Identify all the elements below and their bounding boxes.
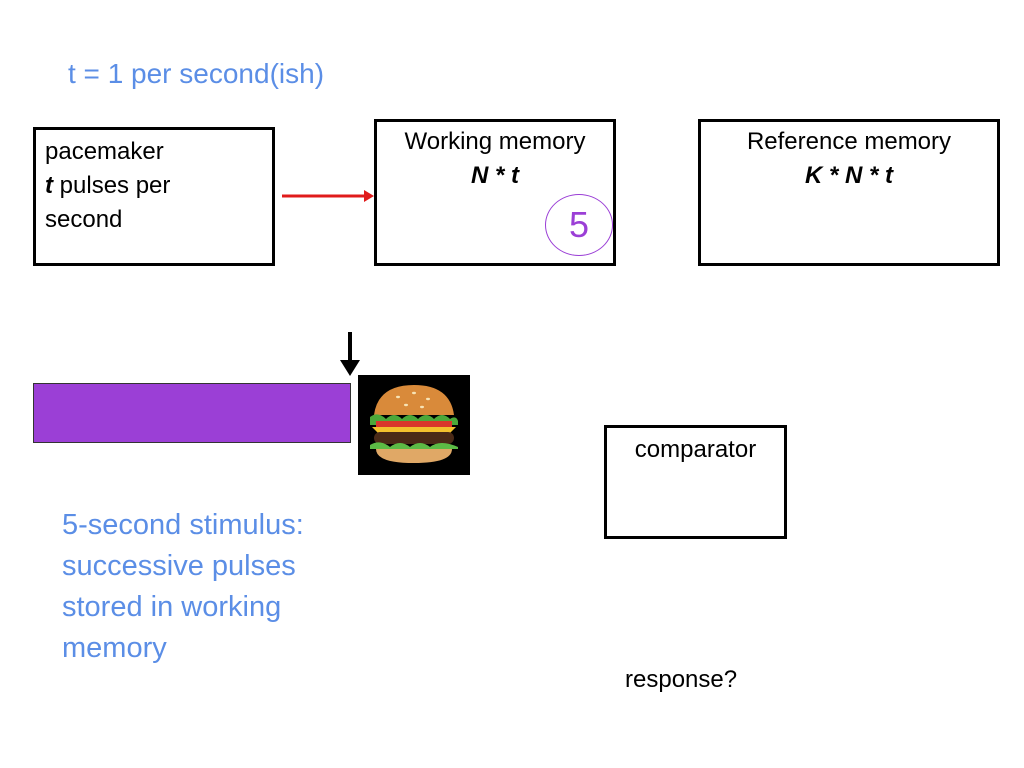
comparator-label: comparator <box>634 436 757 463</box>
pacemaker-label: pacemaker t pulses per second <box>45 135 170 237</box>
burger-patty <box>374 432 454 444</box>
burger-top-bun <box>374 385 454 415</box>
hamburger-image <box>358 375 470 475</box>
reference-memory-box <box>698 119 1000 266</box>
stimulus-end-arrow-head <box>340 360 360 376</box>
reference-memory-title: Reference memory <box>746 128 952 155</box>
response-label: response? <box>625 666 738 693</box>
reference-memory-label: Reference memory K * N * t <box>698 125 1000 193</box>
pacemaker-symbol: t <box>45 172 53 199</box>
burger-tomato <box>376 421 452 427</box>
stimulus-duration-bar <box>33 383 351 443</box>
stimulus-end-arrow <box>340 332 360 376</box>
hamburger-icon <box>370 385 458 463</box>
comparator-box <box>604 425 787 539</box>
pulse-arrow-head <box>364 190 374 202</box>
stimulus-caption: 5-second stimulus: successive pulses sto… <box>62 509 304 664</box>
slide-title: t = 1 per second(ish) <box>68 58 325 89</box>
stimulus-end-arrow-shaft <box>348 332 352 362</box>
pacemaker-box <box>33 127 275 266</box>
pacemaker-title: pacemaker <box>45 138 164 165</box>
pacemaker-rate-text: pulses per <box>53 172 171 199</box>
burger-bottom-bun <box>376 449 452 463</box>
pacemaker-rate-line: t pulses per <box>45 169 170 203</box>
reference-memory-formula: K * N * t <box>804 162 893 189</box>
working-memory-formula: N * t <box>471 162 519 189</box>
working-memory-label: Working memory N * t <box>374 125 616 193</box>
pulse-counter: 5 <box>545 194 613 256</box>
working-memory-title: Working memory <box>404 128 586 155</box>
pulse-arrow <box>282 190 374 202</box>
pacemaker-unit: second <box>45 206 123 233</box>
burger-cheese <box>372 427 456 433</box>
